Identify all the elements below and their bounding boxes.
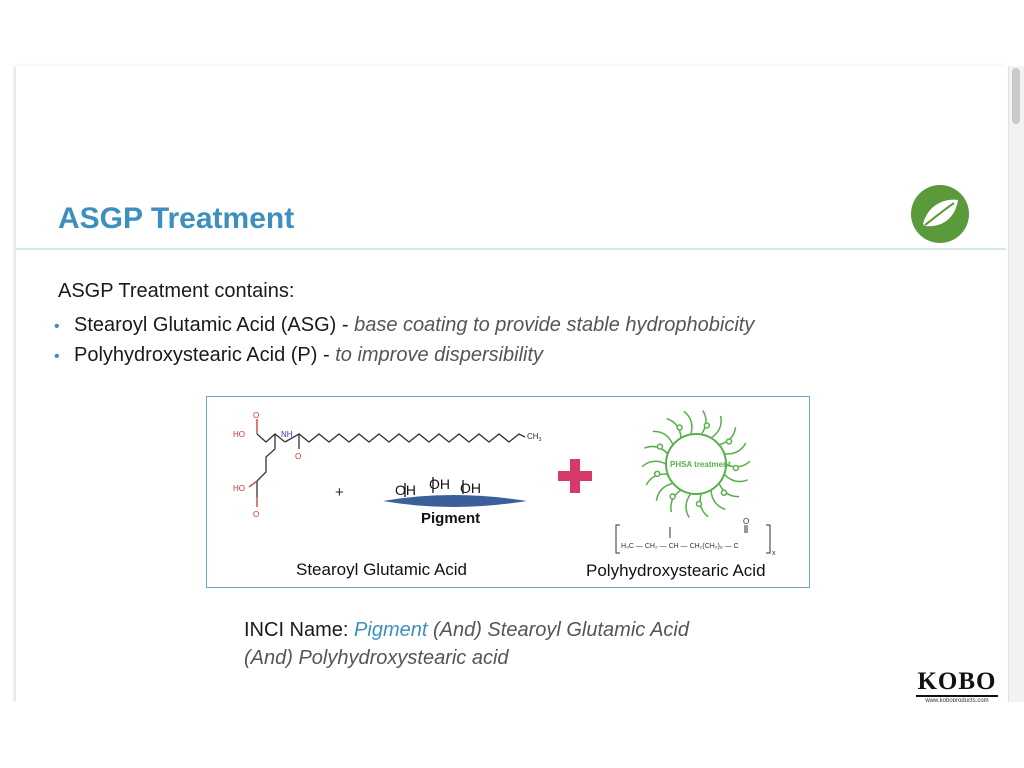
bullet-sep: -: [317, 344, 336, 366]
ho-label: HO: [233, 430, 245, 439]
inci-line-1: INCI Name: Pigment (And) Stearoyl Glutam…: [244, 616, 689, 644]
phsa-label: PHSA treatment: [670, 460, 731, 469]
phsa-chain: [723, 473, 748, 483]
inci-pigment: Pigment: [354, 619, 428, 641]
phsa-chain-node: [656, 443, 664, 450]
slide: ASGP Treatment ASGP Treatment contains: …: [16, 66, 1006, 705]
phsa-chain-node: [695, 500, 703, 508]
bullet-item: • Polyhydroxystearic Acid (P) - to improv…: [54, 344, 754, 367]
plus-sign: +: [335, 484, 344, 501]
phsa-chain: [644, 445, 669, 455]
phsa-chain: [710, 489, 726, 511]
leaf-logo-icon: [911, 185, 969, 243]
bullet-desc: base coating to provide stable hydrophob…: [354, 314, 755, 336]
phsa-chain: [724, 442, 747, 455]
phsa-chain-node: [676, 424, 683, 431]
bullet-name: Stearoyl Glutamic Acid (ASG): [74, 314, 337, 336]
slide-title: ASGP Treatment: [58, 202, 295, 235]
oxygen-label: O: [253, 510, 259, 519]
kobo-logo: KOBO www.koboproducts.com: [916, 668, 998, 705]
phsa-chain: [685, 493, 692, 518]
bullet-desc: to improve dispersibility: [335, 344, 544, 366]
inci-rest: (And) Stearoyl Glutamic Acid: [427, 619, 689, 641]
oxygen-label: O: [743, 517, 749, 526]
asg-atom-labels: O HO NH O HO O CH3: [233, 411, 542, 519]
phsa-chain-node: [720, 489, 728, 496]
phsa-chain-node: [725, 438, 733, 445]
phsa-chain: [655, 482, 674, 501]
bullet-dot-icon: •: [54, 318, 60, 335]
phsa-chain: [641, 460, 667, 468]
asg-structure: [248, 419, 526, 507]
inci-name: INCI Name: Pigment (And) Stearoyl Glutam…: [244, 616, 689, 672]
oxygen-label: O: [295, 452, 301, 461]
plus-icon: [558, 459, 592, 493]
phsa-chain-node: [732, 464, 740, 472]
asg-caption: Stearoyl Glutamic Acid: [296, 560, 468, 579]
kobo-url: www.koboproducts.com: [925, 698, 989, 704]
bullet-name: Polyhydroxystearic Acid (P): [74, 344, 318, 366]
oh-label: OH: [395, 482, 416, 498]
pigment-particle: OH OH OH Pigment: [383, 476, 527, 527]
polymer-formula: H₃C — CH₂ — CH — CH₂(CH₂)₈ — C: [621, 543, 739, 550]
phsa-chain-node: [669, 493, 676, 500]
phsa-chain: [710, 415, 722, 439]
kobo-wordmark: KOBO: [917, 668, 997, 695]
ho-label: HO: [233, 484, 245, 493]
ch3-label: CH3: [527, 432, 542, 443]
oxygen-label: O: [253, 411, 259, 420]
phsa-chain-node: [653, 470, 661, 478]
phsa-particle: [641, 410, 751, 518]
bottom-bar: [0, 702, 1024, 768]
nh-label: NH: [281, 430, 293, 439]
phsa-chain-node: [703, 422, 711, 429]
kobo-underline: [916, 695, 998, 697]
phsa-chain: [652, 430, 674, 446]
inci-prefix: INCI Name:: [244, 619, 355, 641]
bullet-sep: -: [336, 314, 355, 336]
chemistry-diagram: O HO NH O HO O CH3 + OH OH: [233, 410, 776, 557]
chemistry-figure: O HO NH O HO O CH3 + OH OH: [206, 396, 810, 588]
phsa-formula: [615, 524, 771, 554]
oh-label: OH: [460, 480, 481, 496]
phsa-chain: [700, 410, 707, 435]
title-divider: [16, 248, 1006, 250]
phsa-chain: [683, 410, 693, 435]
bullet-item: • Stearoyl Glutamic Acid (ASG) - base coa…: [54, 314, 754, 337]
pigment-label: Pigment: [421, 510, 480, 527]
bullet-list: • Stearoyl Glutamic Acid (ASG) - base coa…: [54, 314, 754, 374]
inci-line-2: (And) Polyhydroxystearic acid: [244, 647, 509, 669]
polymer-x: x: [772, 550, 776, 557]
oh-label: OH: [429, 476, 450, 492]
scrollbar-thumb[interactable]: [1012, 68, 1020, 124]
vertical-scrollbar[interactable]: [1008, 66, 1024, 702]
phsa-chains: [641, 410, 751, 518]
bullet-dot-icon: •: [54, 348, 60, 365]
phsa-caption: Polyhydroxystearic Acid: [586, 561, 766, 580]
intro-text: ASGP Treatment contains:: [58, 280, 295, 302]
